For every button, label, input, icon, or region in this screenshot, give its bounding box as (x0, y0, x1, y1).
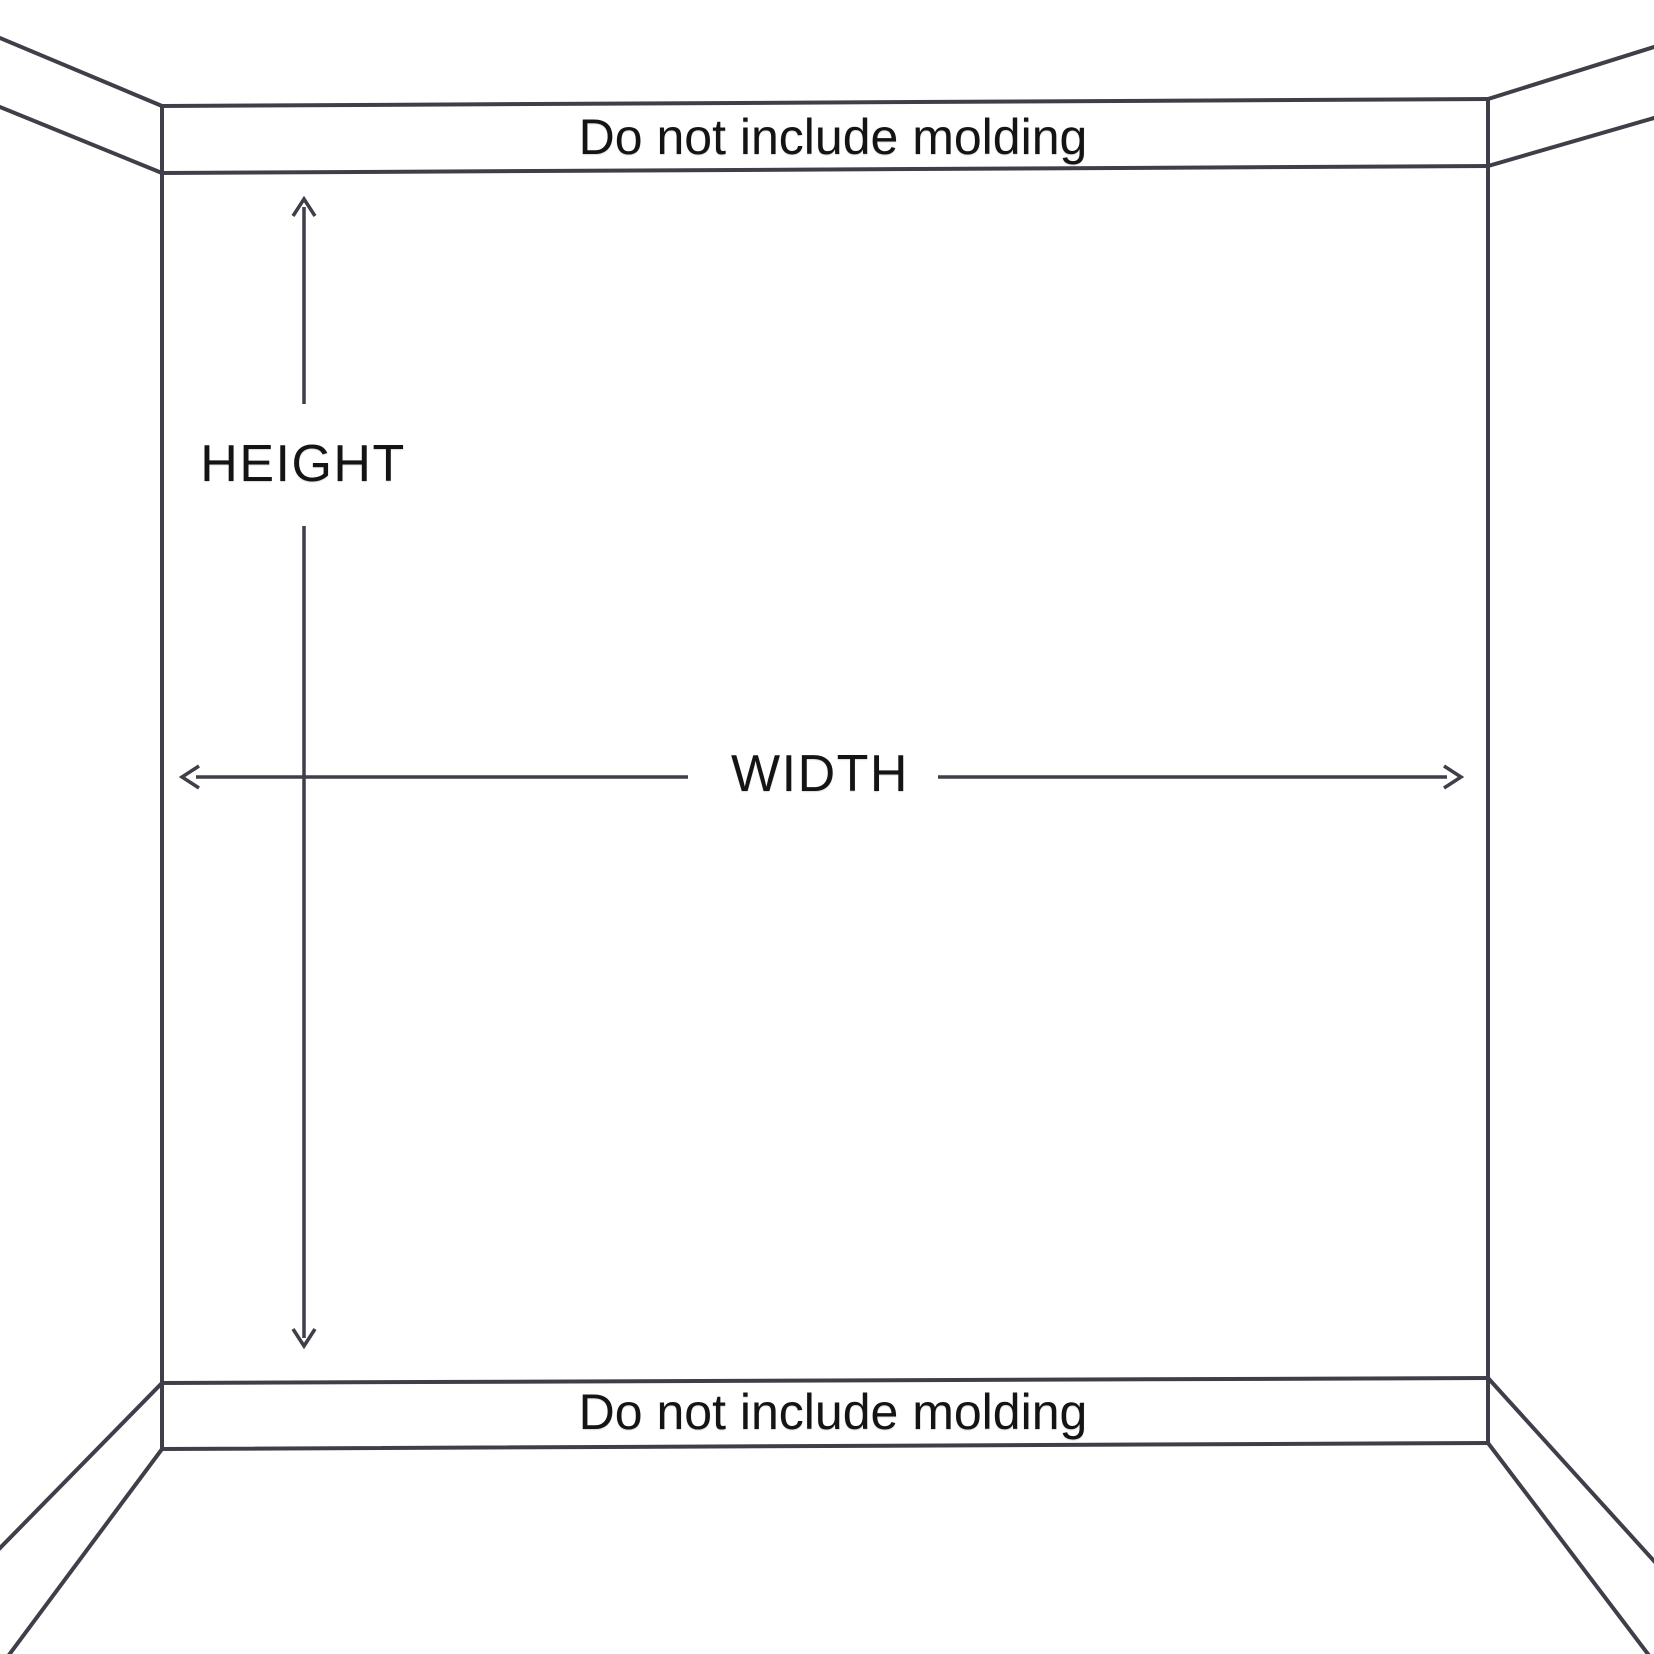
baseboard-top-line (159, 1375, 1491, 1386)
left-wall-baseboard-lines (0, 1380, 165, 1654)
baseboard-bottom-line (159, 1440, 1491, 1452)
left-wall-ceiling-molding-lines (0, 35, 165, 176)
baseboard-band (159, 1375, 1491, 1452)
right-floor-lower-diagonal (1485, 1440, 1651, 1654)
height-arrow-up-head (291, 195, 317, 217)
height-label: HEIGHT (200, 435, 406, 493)
width-arrow (178, 764, 1465, 790)
crown-molding-bottom-line (159, 163, 1491, 176)
right-wall-baseboard-lines (1485, 1375, 1654, 1654)
crown-molding-band (159, 96, 1491, 176)
top-molding-note: Do not include molding (578, 109, 1088, 165)
height-arrow (291, 195, 317, 1350)
left-floor-upper-diagonal (0, 1380, 165, 1551)
right-ceiling-upper-diagonal (1485, 44, 1654, 102)
right-wall-ceiling-molding-lines (1485, 44, 1654, 169)
width-arrow-left-head (178, 764, 200, 790)
right-floor-upper-diagonal (1485, 1375, 1654, 1564)
bottom-molding-note: Do not include molding (578, 1384, 1088, 1440)
width-arrow-right-head (1443, 764, 1465, 790)
crown-molding-top-line (159, 96, 1491, 109)
width-label: WIDTH (731, 745, 909, 803)
left-floor-lower-diagonal (7, 1446, 165, 1654)
height-arrow-down-head (291, 1328, 317, 1350)
left-ceiling-lower-diagonal (0, 104, 165, 176)
main-wall-outline (160, 97, 1490, 1451)
right-ceiling-lower-diagonal (1485, 115, 1654, 169)
left-ceiling-upper-diagonal (0, 35, 165, 109)
